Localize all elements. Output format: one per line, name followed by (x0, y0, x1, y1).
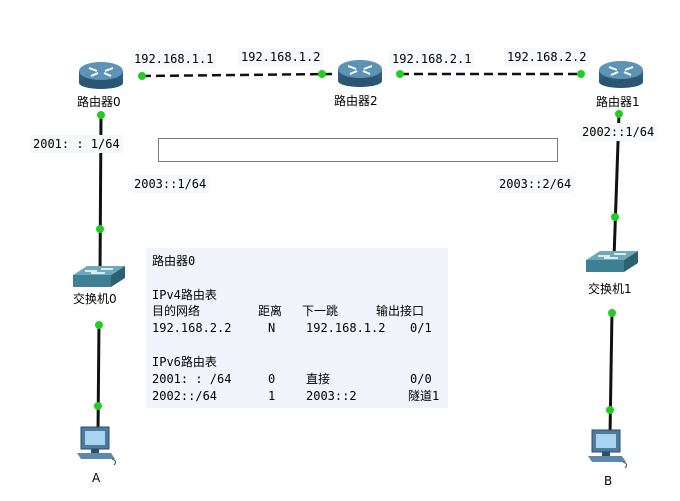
address-r1-ipv6: 2002::1/64 (579, 123, 658, 141)
address-tunnel-right: 2003::2/64 (496, 175, 575, 193)
link-router0-router2[interactable] (141, 72, 333, 78)
ipv6-row1-distance: 0 (268, 372, 276, 386)
ipv6-row2-next-hop: 2003::2 (306, 389, 357, 403)
header-distance: 距离 (258, 304, 283, 318)
switch0-label: 交换机0 (73, 292, 117, 306)
port-dot (606, 406, 614, 414)
port-dot (138, 72, 146, 80)
address-r0-ipv4: 192.168.1.1 (131, 50, 217, 68)
ipv4-row-destination: 192.168.2.2 (152, 321, 232, 335)
router0-label: 路由器0 (77, 95, 121, 109)
port-indicators (94, 70, 623, 414)
ipv6-row2-destination: 2002::/64 (152, 389, 218, 403)
switch1-label: 交换机1 (588, 282, 632, 296)
pcA-label: A (92, 471, 101, 485)
port-dot (97, 111, 105, 119)
ipv6-row2-distance: 1 (268, 389, 276, 403)
port-dot (396, 70, 404, 78)
router2-label: 路由器2 (334, 94, 378, 108)
ipv4-row-interface: 0/1 (410, 321, 432, 335)
router2-icon[interactable] (338, 60, 382, 87)
header-destination: 目的网络 (152, 304, 201, 318)
port-dot (318, 70, 326, 78)
router1-icon[interactable] (599, 61, 643, 88)
ipv6-row1-destination: 2001: : /64 (152, 372, 232, 386)
port-dot (615, 110, 623, 118)
ipv6-row2-interface: 隧道1 (408, 389, 440, 403)
link-switch1-pcB[interactable] (608, 310, 614, 437)
port-dot (96, 225, 104, 233)
port-dot (94, 402, 102, 410)
links (96, 72, 621, 437)
tunnel-box (158, 138, 558, 162)
port-dot (611, 213, 619, 221)
note-title: 路由器0 (152, 254, 196, 268)
pcB-label: B (604, 474, 613, 488)
port-dot (608, 309, 616, 317)
router0-icon[interactable] (79, 62, 123, 89)
pcA-icon[interactable] (77, 426, 117, 466)
header-out-interface: 输出接口 (376, 304, 425, 318)
address-r0-ipv6: 2001: : 1/64 (30, 135, 123, 153)
ipv4-table-title: IPv4路由表 (152, 288, 217, 302)
ipv4-row-distance: N (268, 321, 276, 335)
pcB-icon[interactable] (588, 429, 628, 469)
router1-label: 路由器1 (596, 95, 640, 109)
port-dot (577, 70, 585, 78)
switch0-icon[interactable] (73, 266, 125, 287)
switch1-icon[interactable] (586, 251, 638, 272)
port-dot (95, 321, 103, 329)
header-next-hop: 下一跳 (302, 304, 339, 318)
routing-table-note: 路由器0 IPv4路由表 目的网络 距离 下一跳 输出接口 192.168.2.… (146, 248, 448, 408)
address-r2-left-ipv4: 192.168.1.2 (238, 48, 324, 66)
ipv6-table-title: IPv6路由表 (152, 355, 217, 369)
ipv4-row-next-hop: 192.168.1.2 (306, 321, 386, 335)
address-r2-right-ipv4: 192.168.2.1 (389, 50, 475, 68)
address-tunnel-left: 2003::1/64 (131, 175, 210, 193)
link-switch0-pcA[interactable] (96, 321, 101, 433)
address-r1-ipv4: 192.168.2.2 (504, 48, 590, 66)
ipv6-row1-next-hop: 直接 (306, 372, 331, 386)
ipv6-row1-interface: 0/0 (410, 372, 432, 386)
